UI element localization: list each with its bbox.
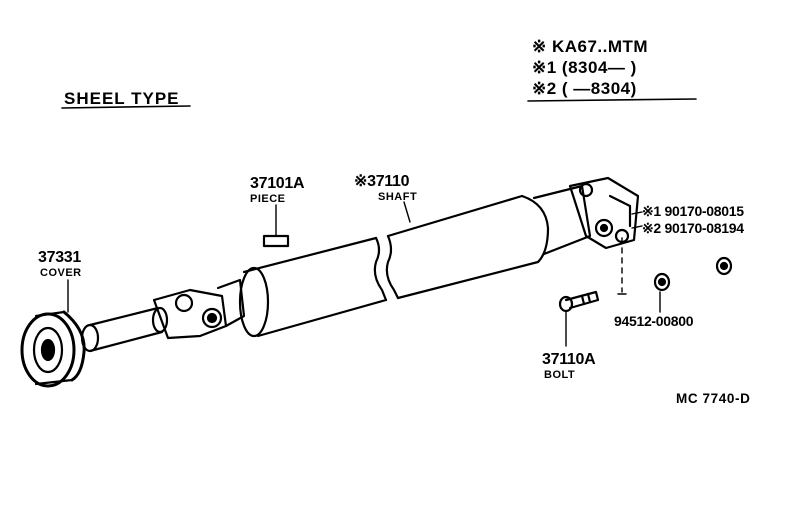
nut-2-part-number: ※2 90170-08194 xyxy=(642,220,744,236)
legend-range-1: ※1 (8304— ) xyxy=(532,58,637,77)
legend-range-2: ※2 ( —8304) xyxy=(532,79,637,98)
cover-part-number: 37331 xyxy=(38,249,81,266)
washer-part-number: 94512-00800 xyxy=(614,313,694,329)
legend-model: ※ KA67..MTM xyxy=(532,37,649,56)
piece-part-name: PIECE xyxy=(250,193,286,205)
cover-drawing xyxy=(20,310,86,388)
flange-yoke-drawing xyxy=(568,176,640,250)
washer-drawing xyxy=(653,272,671,292)
bolt-part-number: 37110A xyxy=(542,351,596,368)
front-shaft-drawing xyxy=(80,278,246,353)
piece-part-number: 37101A xyxy=(250,175,305,192)
shaft-part-name: SHAFT xyxy=(378,191,418,203)
nut-drawing xyxy=(715,256,733,276)
shaft-tube-drawing xyxy=(238,184,592,338)
diagram-title: SHEEL TYPE xyxy=(64,89,180,108)
bolt-drawing xyxy=(558,290,600,313)
diagram-code: MC 7740-D xyxy=(676,391,751,406)
nut-1-part-number: ※1 90170-08015 xyxy=(642,203,744,219)
bolt-part-name: BOLT xyxy=(544,369,576,381)
leader-lines xyxy=(67,201,661,347)
shaft-part-number: ※37110 xyxy=(354,173,410,190)
cover-part-name: COVER xyxy=(40,267,82,279)
underlines xyxy=(61,98,697,109)
piece-drawing xyxy=(262,234,290,248)
